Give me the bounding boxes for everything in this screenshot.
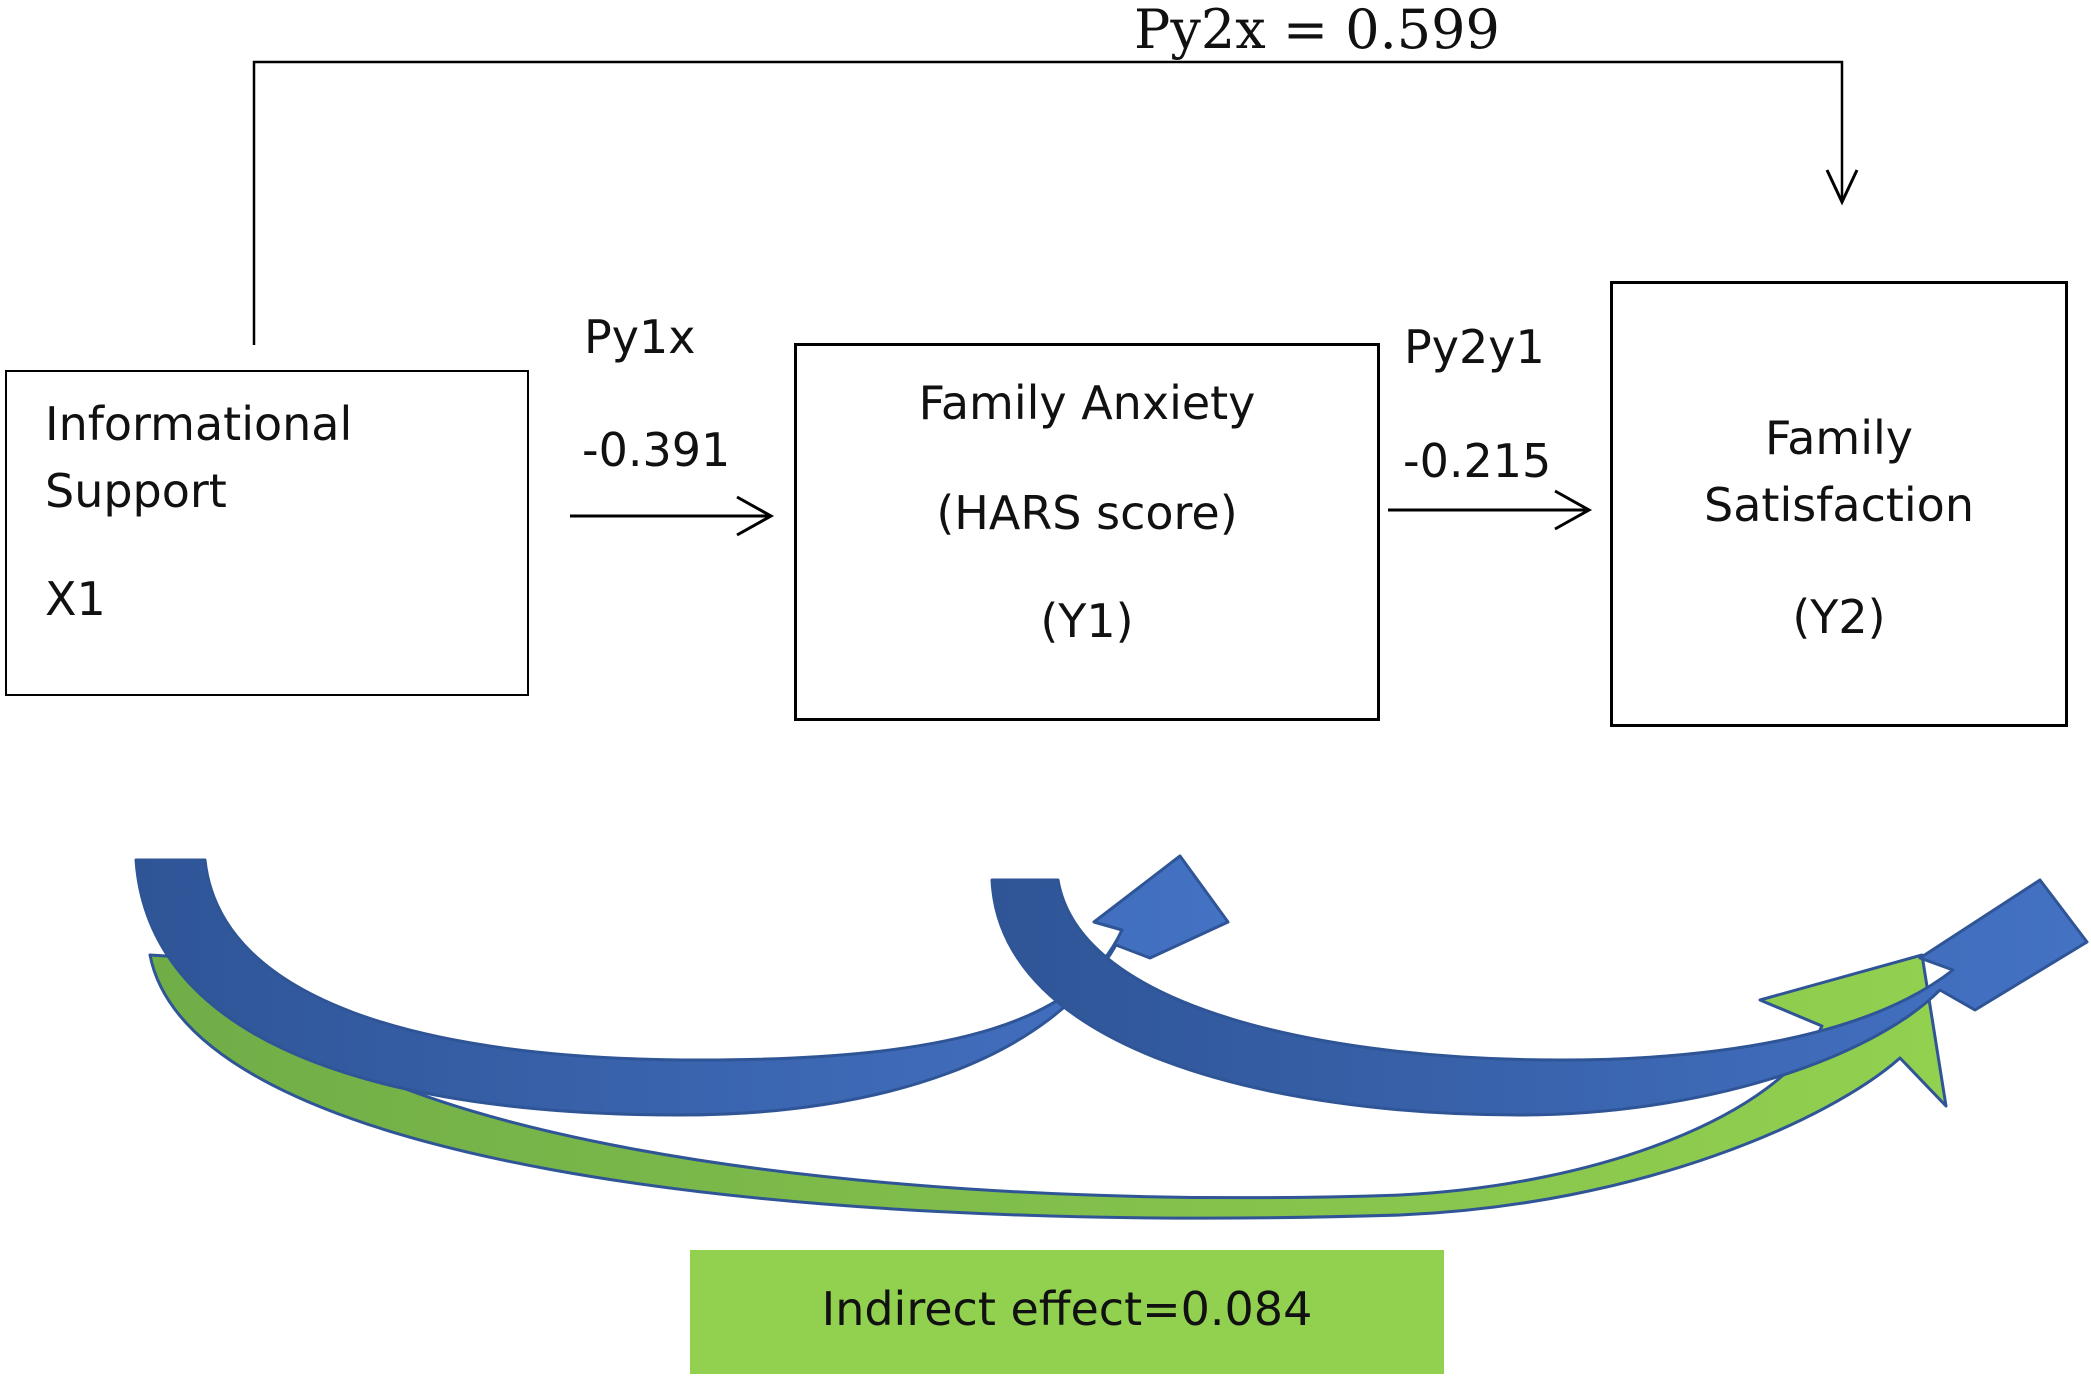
path-py1x-value: -0.391 <box>582 423 731 477</box>
node-x1-line1: Informational <box>45 397 353 451</box>
direct-path-connector <box>252 60 1844 345</box>
blue-curved-arrow-y1-to-y2 <box>990 878 2089 1117</box>
indirect-effect-label: Indirect effect=0.084 <box>821 1282 1313 1336</box>
path-py1x-name: Py1x <box>584 310 696 364</box>
node-informational-support: Informational Support X1 <box>5 370 529 696</box>
node-x1-line3: X1 <box>45 572 106 626</box>
path-py2y1-value: -0.215 <box>1403 434 1552 488</box>
arrow-y1-to-y2-head <box>1554 489 1593 531</box>
node-y2-line2: Satisfaction <box>1704 478 1974 532</box>
direct-path-arrowhead <box>1825 169 1859 206</box>
node-y1-line1: Family Anxiety <box>918 376 1256 430</box>
indirect-effect-box: Indirect effect=0.084 <box>690 1250 1444 1374</box>
node-family-anxiety: Family Anxiety (HARS score) (Y1) <box>794 343 1380 721</box>
node-family-satisfaction: Family Satisfaction (Y2) <box>1610 281 2068 727</box>
node-x1-line2: Support <box>45 464 227 518</box>
path-py2y1-name: Py2y1 <box>1404 320 1545 374</box>
node-y1-line3: (Y1) <box>1040 594 1134 648</box>
node-y2-line1: Family <box>1764 411 1914 465</box>
node-y1-line2: (HARS score) <box>936 486 1238 540</box>
green-curved-arrow-indirect <box>148 953 1948 1220</box>
node-y2-line3: (Y2) <box>1792 590 1886 644</box>
arrow-x1-to-y1-head <box>736 495 775 537</box>
blue-curved-arrow-x1-to-y1 <box>134 854 1230 1117</box>
direct-effect-label: Py2x = 0.599 <box>1134 0 1500 61</box>
